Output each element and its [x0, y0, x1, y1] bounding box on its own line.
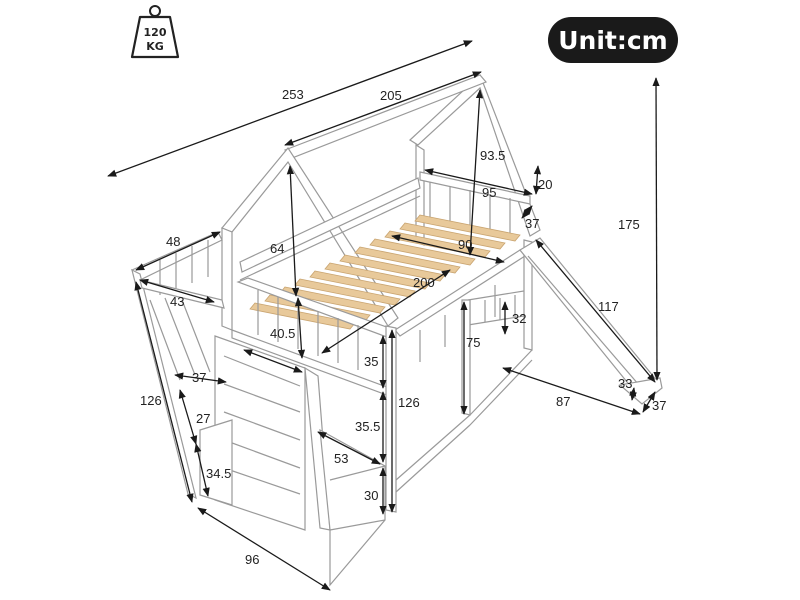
dim-post-gap: 35 [364, 354, 378, 369]
dim-guard-height: 40.5 [270, 326, 295, 341]
dim-bed-width: 95 [482, 185, 496, 200]
weight-icon: 120 KG [130, 5, 180, 59]
dim-rail-height-top: 20 [538, 177, 552, 192]
dim-height-total: 175 [618, 217, 640, 232]
dim-stair-depth: 48 [166, 234, 180, 249]
dim-post-height: 126 [398, 395, 420, 410]
dim-step-riser: 27 [196, 411, 210, 426]
dim-stair-front: 53 [334, 451, 348, 466]
weight-value: 120 [144, 26, 167, 39]
dim-gap-middle: 35.5 [355, 419, 380, 434]
dim-inner-width: 90 [458, 237, 472, 252]
bed-illustration [131, 73, 663, 587]
dim-side-rail: 32 [512, 311, 526, 326]
dimension-arrows [107, 40, 661, 591]
dim-stair-step-width: 37 [192, 370, 206, 385]
dim-mattress-length: 200 [413, 275, 435, 290]
dim-slide-run: 87 [556, 394, 570, 409]
weight-unit: KG [146, 40, 164, 53]
dim-overall-length: 253 [282, 87, 304, 102]
dimension-labels: 253 205 93.5 20 95 37 175 48 90 64 200 4… [140, 87, 666, 567]
dim-stair-height: 126 [140, 393, 162, 408]
dim-slide-width: 33 [618, 376, 632, 391]
dim-under-height: 75 [466, 335, 480, 350]
dim-roof-height: 93.5 [480, 148, 505, 163]
dim-stair-run: 96 [245, 552, 259, 567]
dim-end-rail: 37 [525, 216, 539, 231]
dim-slide-end: 37 [652, 398, 666, 413]
dim-stair-top: 43 [170, 294, 184, 309]
dim-bed-length: 205 [380, 88, 402, 103]
slide [519, 237, 663, 405]
unit-badge: Unit:cm [548, 17, 678, 63]
dim-step-bottom: 34.5 [206, 466, 231, 481]
dim-base-height: 30 [364, 488, 378, 503]
dim-roof-side: 64 [270, 241, 284, 256]
dim-slide-length: 117 [598, 299, 619, 314]
unit-badge-label: Unit:cm [558, 26, 668, 55]
